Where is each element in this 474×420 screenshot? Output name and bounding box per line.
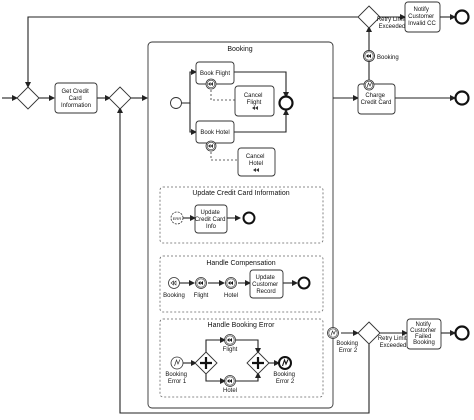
svg-text:Get Credit Card In: Get Credit Card Information xyxy=(61,89,91,109)
flight-compensation-boundary-event[interactable] xyxy=(205,78,217,90)
err-flight-event[interactable] xyxy=(224,334,236,346)
flow-err-join-down xyxy=(236,372,261,382)
update-cc-start-event[interactable]: ERR xyxy=(170,211,184,225)
svg-text:Cancel Flight: Cancel Flight xyxy=(244,93,264,106)
booking-error-1-label: Booking Error 1 xyxy=(165,372,188,385)
rewind-icon xyxy=(227,379,232,383)
rewind-icon xyxy=(208,144,213,148)
booking-error-2-inner-label: Booking Error 2 xyxy=(273,372,296,385)
flow-start-fork xyxy=(181,69,197,104)
retry-limit-top-label: Retry Limit Exceeded xyxy=(377,17,407,30)
failed-booking-end-event[interactable] xyxy=(454,325,470,341)
flow-err-fork-up xyxy=(205,337,226,354)
rewind-icon xyxy=(208,82,213,86)
gateway-retry-limit-top[interactable] xyxy=(357,5,381,29)
comp-flight-label: Flight xyxy=(194,293,209,299)
flow-bottom-loop xyxy=(117,107,370,414)
gateway-retry-merge[interactable] xyxy=(108,86,132,110)
gateway-start-merge[interactable] xyxy=(16,86,40,110)
parallel-gateway-join[interactable] xyxy=(246,351,270,375)
booking-compensation-label: Booking xyxy=(377,55,399,61)
booking-subprocess-title: Booking xyxy=(227,46,252,53)
booking-error-2-boundary-event[interactable] xyxy=(327,327,339,339)
assoc-flight-cancel xyxy=(210,90,235,101)
error-icon xyxy=(330,330,336,336)
task-notify-failed-booking[interactable]: Notify Customer Failed Booking xyxy=(406,318,442,350)
flow-err-join-up xyxy=(236,339,261,354)
handle-compensation-subprocess[interactable] xyxy=(159,255,324,313)
svg-text:Update Credit Card: Update Credit Card Info xyxy=(195,210,227,230)
flow-start-fork-2 xyxy=(189,103,197,135)
svg-text:Notify Customer In: Notify Customer Invalid CC xyxy=(408,7,436,27)
task-notify-invalid-cc[interactable]: Notify Customer Invalid CC xyxy=(404,1,441,33)
flow-top-loop xyxy=(25,16,360,88)
comp-flight-event[interactable] xyxy=(195,277,207,289)
task-cancel-hotel[interactable]: Cancel Hotel xyxy=(237,147,276,177)
parallel-gateway-split[interactable] xyxy=(194,351,218,375)
gateway-retry-limit-bottom[interactable] xyxy=(357,321,381,345)
handle-booking-error-title: Handle Booking Error xyxy=(208,322,276,329)
svg-text:Update Customer Re: Update Customer Record xyxy=(252,275,280,295)
error-icon: ERR xyxy=(173,216,182,221)
rewind-icon xyxy=(170,280,177,286)
booking-start-event[interactable] xyxy=(170,97,182,109)
comp-booking-label: Booking xyxy=(163,293,185,299)
task-get-credit-card-info[interactable]: Get Credit Card Information xyxy=(54,82,98,114)
comp-hotel-label: Hotel xyxy=(224,293,238,299)
error-icon xyxy=(366,82,372,88)
err-hotel-label: Hotel xyxy=(223,388,237,394)
error-icon xyxy=(281,358,289,367)
flow-err-fork-down xyxy=(205,372,226,384)
svg-text:Cancel Hotel: Cancel Hotel xyxy=(246,154,266,167)
flow-flight-end xyxy=(234,71,289,98)
task-cancel-flight[interactable]: Cancel Flight xyxy=(234,85,275,117)
main-end-event[interactable] xyxy=(454,90,470,106)
compensation-end-event[interactable] xyxy=(297,276,311,290)
svg-text:Book Flight: Book Flight xyxy=(200,71,230,77)
svg-text:Charge Credit Card: Charge Credit Card xyxy=(361,93,392,106)
booking-end-event[interactable] xyxy=(278,95,294,111)
booking-error-2-end-event[interactable] xyxy=(278,356,292,370)
svg-text:Book Hotel: Book Hotel xyxy=(200,130,229,136)
task-charge-credit-card[interactable]: Charge Credit Card xyxy=(357,83,396,115)
booking-error-1-start-event[interactable] xyxy=(170,356,184,370)
rewind-icon xyxy=(366,54,371,58)
svg-text:Notify Customer Fa: Notify Customer Failed Booking xyxy=(410,322,438,346)
error-icon xyxy=(174,358,181,367)
compensation-marker-icon xyxy=(253,168,259,172)
handle-compensation-title: Handle Compensation xyxy=(206,260,275,267)
flow-hotel-end xyxy=(234,109,289,133)
err-hotel-event[interactable] xyxy=(224,375,236,387)
assoc-hotel-cancel xyxy=(210,152,238,161)
booking-compensation-throw-event[interactable] xyxy=(363,50,375,62)
charge-error-boundary-event[interactable] xyxy=(363,79,375,91)
invalid-cc-end-event[interactable] xyxy=(454,9,470,25)
update-cc-subprocess-title: Update Credit Card Information xyxy=(192,190,289,197)
update-cc-end-event[interactable] xyxy=(242,211,256,225)
comp-booking-start-event[interactable] xyxy=(168,277,180,289)
rewind-icon xyxy=(198,281,203,285)
rewind-icon xyxy=(228,281,233,285)
retry-limit-bottom-label: Retry Limit Exceeded xyxy=(378,336,408,349)
booking-error-2-outer-label: Booking Error 2 xyxy=(336,341,359,354)
rewind-icon xyxy=(227,338,232,342)
task-book-hotel[interactable]: Book Hotel xyxy=(195,120,235,144)
err-flight-label: Flight xyxy=(223,347,238,353)
task-update-cc-info[interactable]: Update Credit Card Info xyxy=(194,204,228,234)
compensation-marker-icon xyxy=(252,106,258,110)
handle-booking-error-subprocess[interactable] xyxy=(159,318,324,398)
hotel-compensation-boundary-event[interactable] xyxy=(205,140,217,152)
task-update-customer-record[interactable]: Update Customer Record xyxy=(249,269,284,299)
comp-hotel-event[interactable] xyxy=(225,277,237,289)
